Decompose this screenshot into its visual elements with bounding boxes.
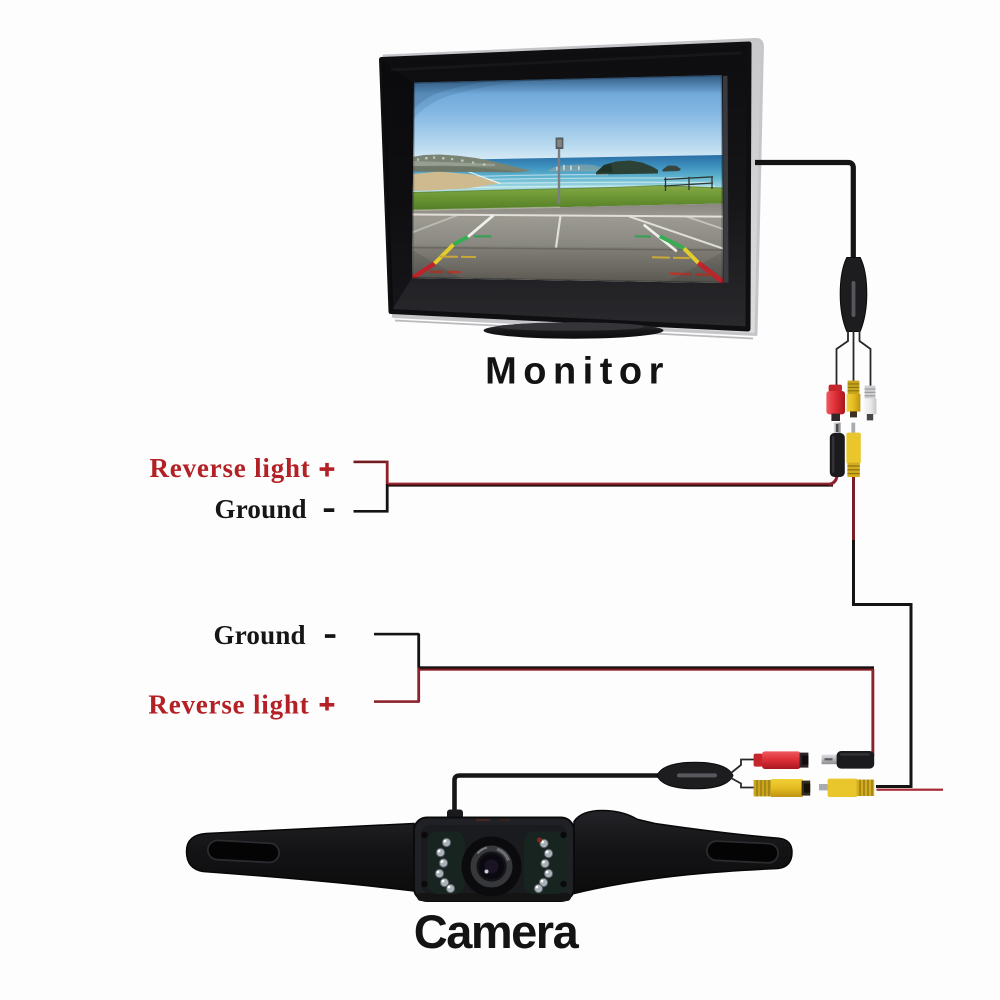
svg-text:Camera: Camera: [414, 905, 580, 958]
svg-text:Ground: Ground: [215, 494, 307, 524]
svg-text:Ground: Ground: [214, 620, 306, 650]
svg-text:Reverse light: Reverse light: [148, 690, 309, 720]
svg-text:Reverse light: Reverse light: [150, 453, 311, 483]
svg-text:Monitor: Monitor: [485, 351, 670, 393]
